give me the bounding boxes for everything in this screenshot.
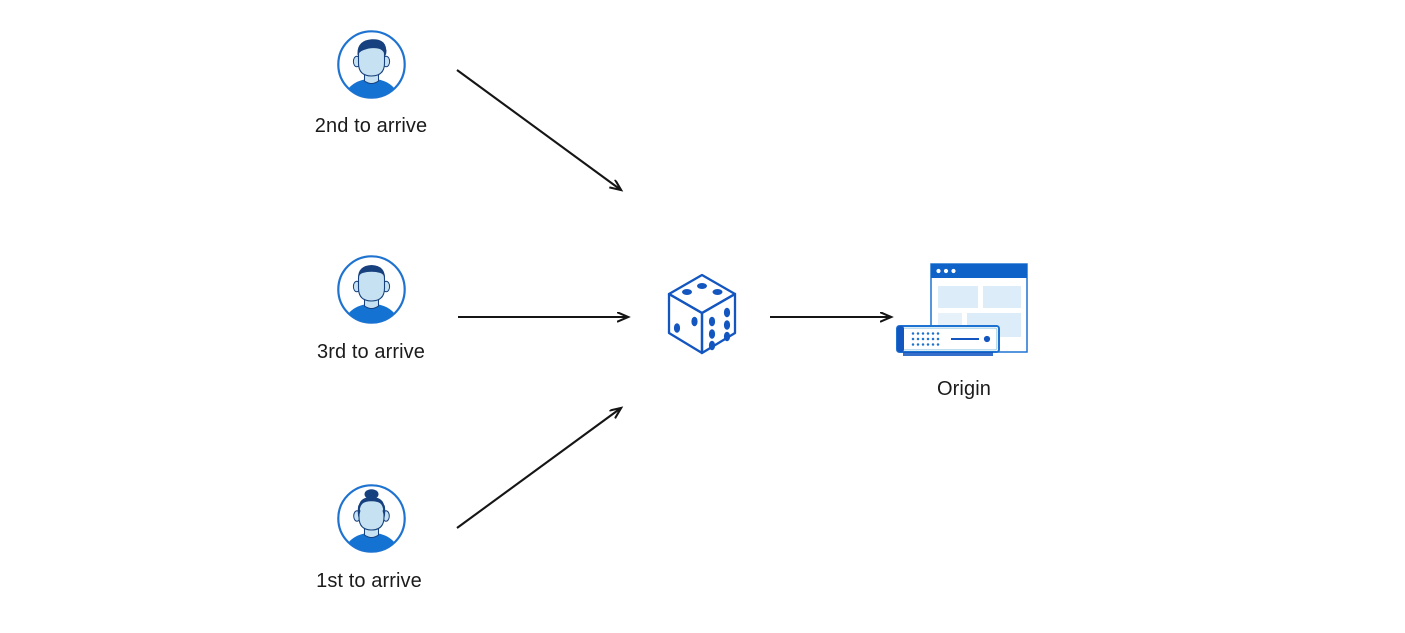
label-client-3rd: 3rd to arrive [316,341,425,363]
user-avatar-icon [337,255,406,324]
label-origin: Origin [937,378,991,400]
label-client-2nd: 2nd to arrive [314,115,428,137]
label-client-1st: 1st to arrive [316,570,422,592]
node-client-2nd [335,28,408,101]
window-dot [943,268,949,274]
node-randomizer [662,270,742,360]
node-client-1st [335,482,408,555]
node-origin [893,258,1033,363]
server-led-grid [911,332,940,346]
origin-server-icon [896,263,1028,356]
user-avatar-icon [337,30,406,99]
window-dot [951,268,956,274]
node-client-3rd [335,253,408,326]
user-avatar-icon [337,484,406,553]
window-dot [936,268,941,274]
arrow-client1-to-randomizer [456,408,621,529]
dice-icon [667,273,737,355]
